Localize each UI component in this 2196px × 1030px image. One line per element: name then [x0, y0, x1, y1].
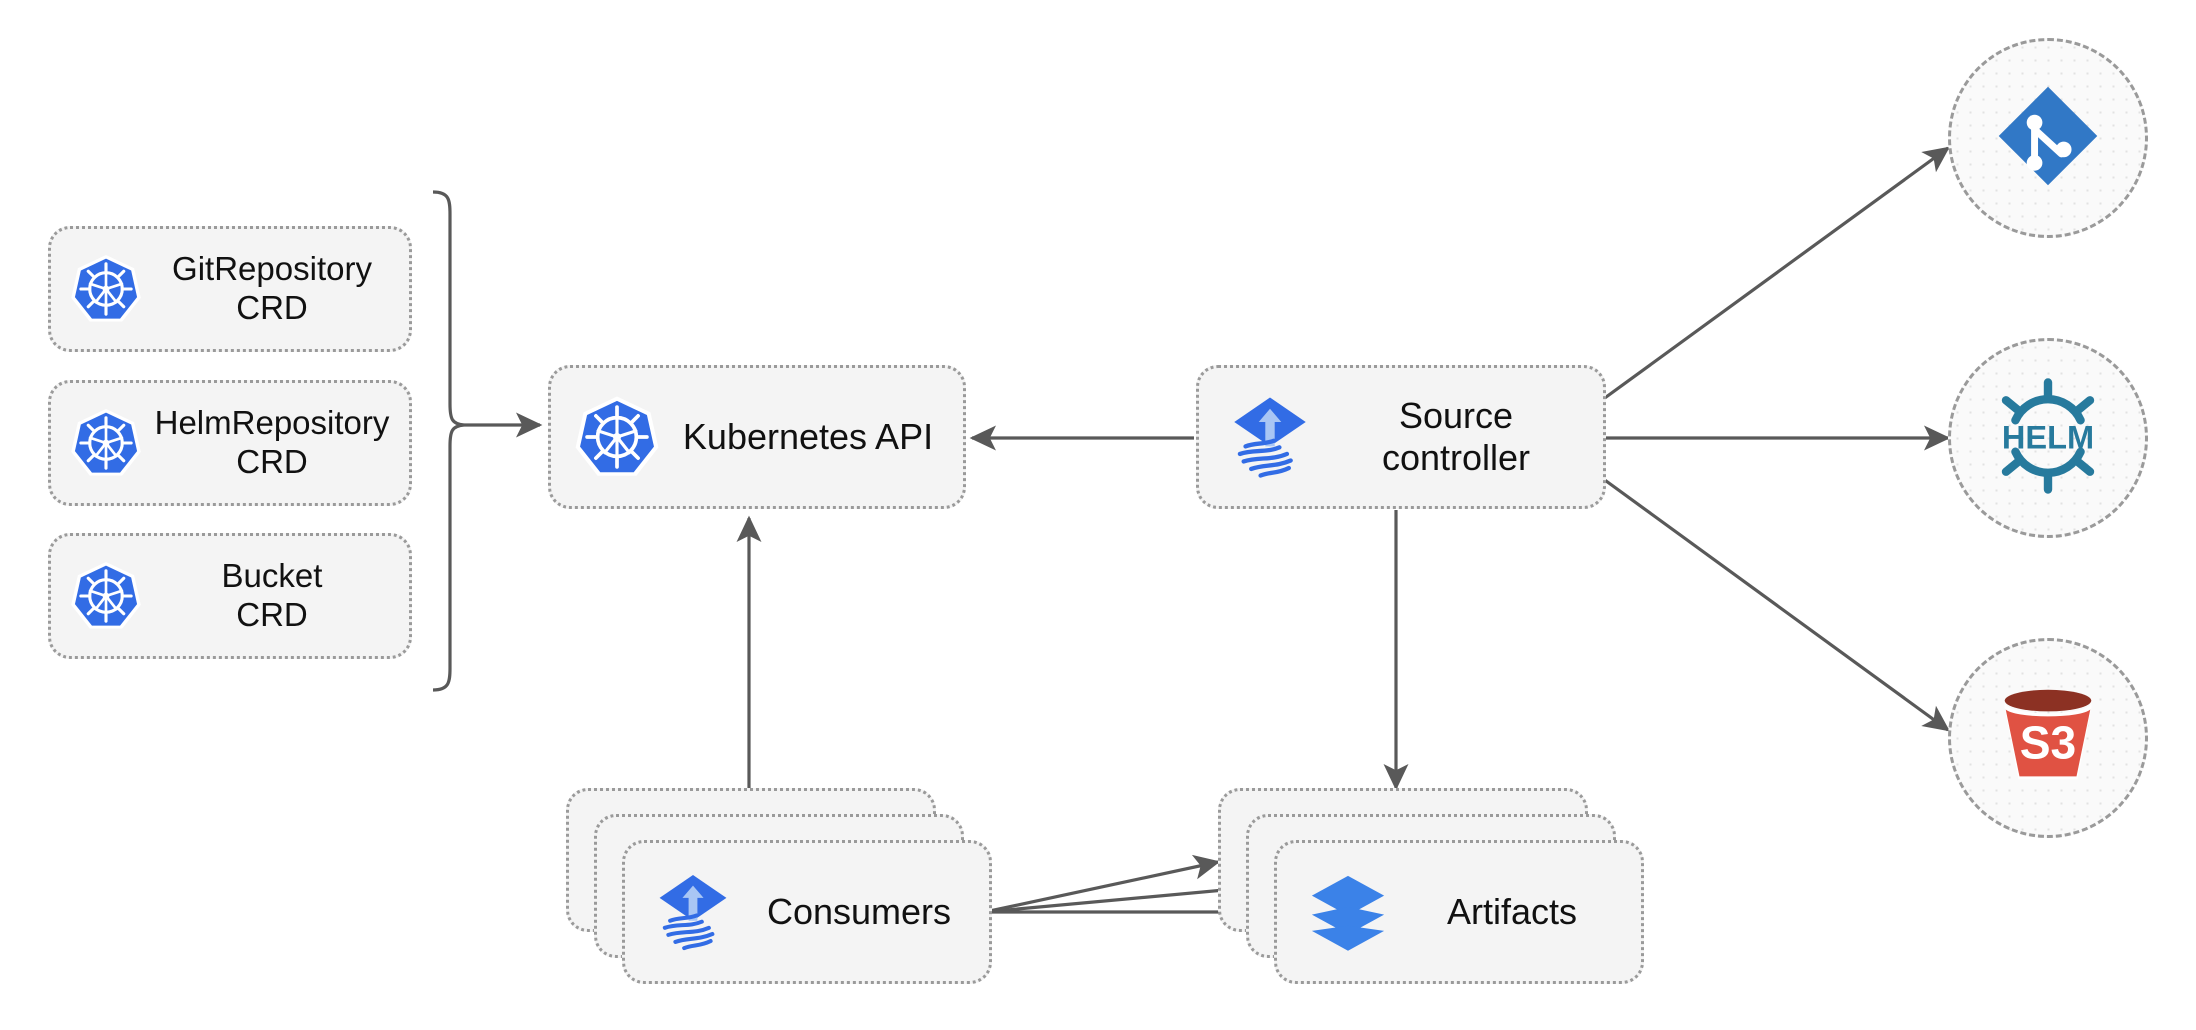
- endpoint-helm[interactable]: HELM: [1948, 338, 2148, 538]
- edge-consumers-to-artifacts-2: [984, 877, 1249, 914]
- flux-icon: [1223, 390, 1317, 484]
- node-label: Artifacts: [1446, 890, 1578, 932]
- s3-bucket-icon: S3: [1989, 677, 2107, 800]
- flux-icon: [649, 868, 737, 956]
- node-label: HelmRepository CRD: [154, 404, 390, 480]
- node-label: Source controller: [1381, 394, 1531, 478]
- edge-source-controller-to-s3: [1601, 476, 1950, 732]
- node-label: Bucket CRD: [221, 557, 323, 633]
- node-helmrepository-crd[interactable]: HelmRepository CRD: [48, 380, 412, 506]
- kubernetes-icon: [69, 559, 143, 633]
- edge-consumers-to-artifacts-1: [984, 854, 1221, 914]
- kubernetes-icon: [69, 406, 143, 480]
- helm-wordmark: HELM: [2002, 419, 2094, 455]
- layers-icon: [1305, 869, 1391, 955]
- endpoint-git[interactable]: [1948, 38, 2148, 238]
- git-icon: [1992, 80, 2104, 197]
- kubernetes-icon: [573, 393, 661, 481]
- edge-source-controller-to-git: [1601, 146, 1950, 402]
- kubernetes-icon: [69, 252, 143, 326]
- node-label: Consumers: [766, 890, 952, 932]
- node-consumers[interactable]: Consumers: [622, 840, 992, 984]
- node-label: GitRepository CRD: [172, 250, 372, 326]
- node-source-controller[interactable]: Source controller: [1196, 365, 1606, 509]
- node-bucket-crd[interactable]: Bucket CRD: [48, 533, 412, 659]
- crd-group-bracket: [432, 190, 465, 692]
- node-gitrepository-crd[interactable]: GitRepository CRD: [48, 226, 412, 352]
- node-kubernetes-api[interactable]: Kubernetes API: [548, 365, 966, 509]
- node-label: Kubernetes API: [682, 415, 934, 457]
- endpoint-s3[interactable]: S3: [1948, 638, 2148, 838]
- node-artifacts[interactable]: Artifacts: [1274, 840, 1644, 984]
- helm-icon: HELM: [1985, 373, 2111, 504]
- s3-wordmark: S3: [2020, 716, 2077, 768]
